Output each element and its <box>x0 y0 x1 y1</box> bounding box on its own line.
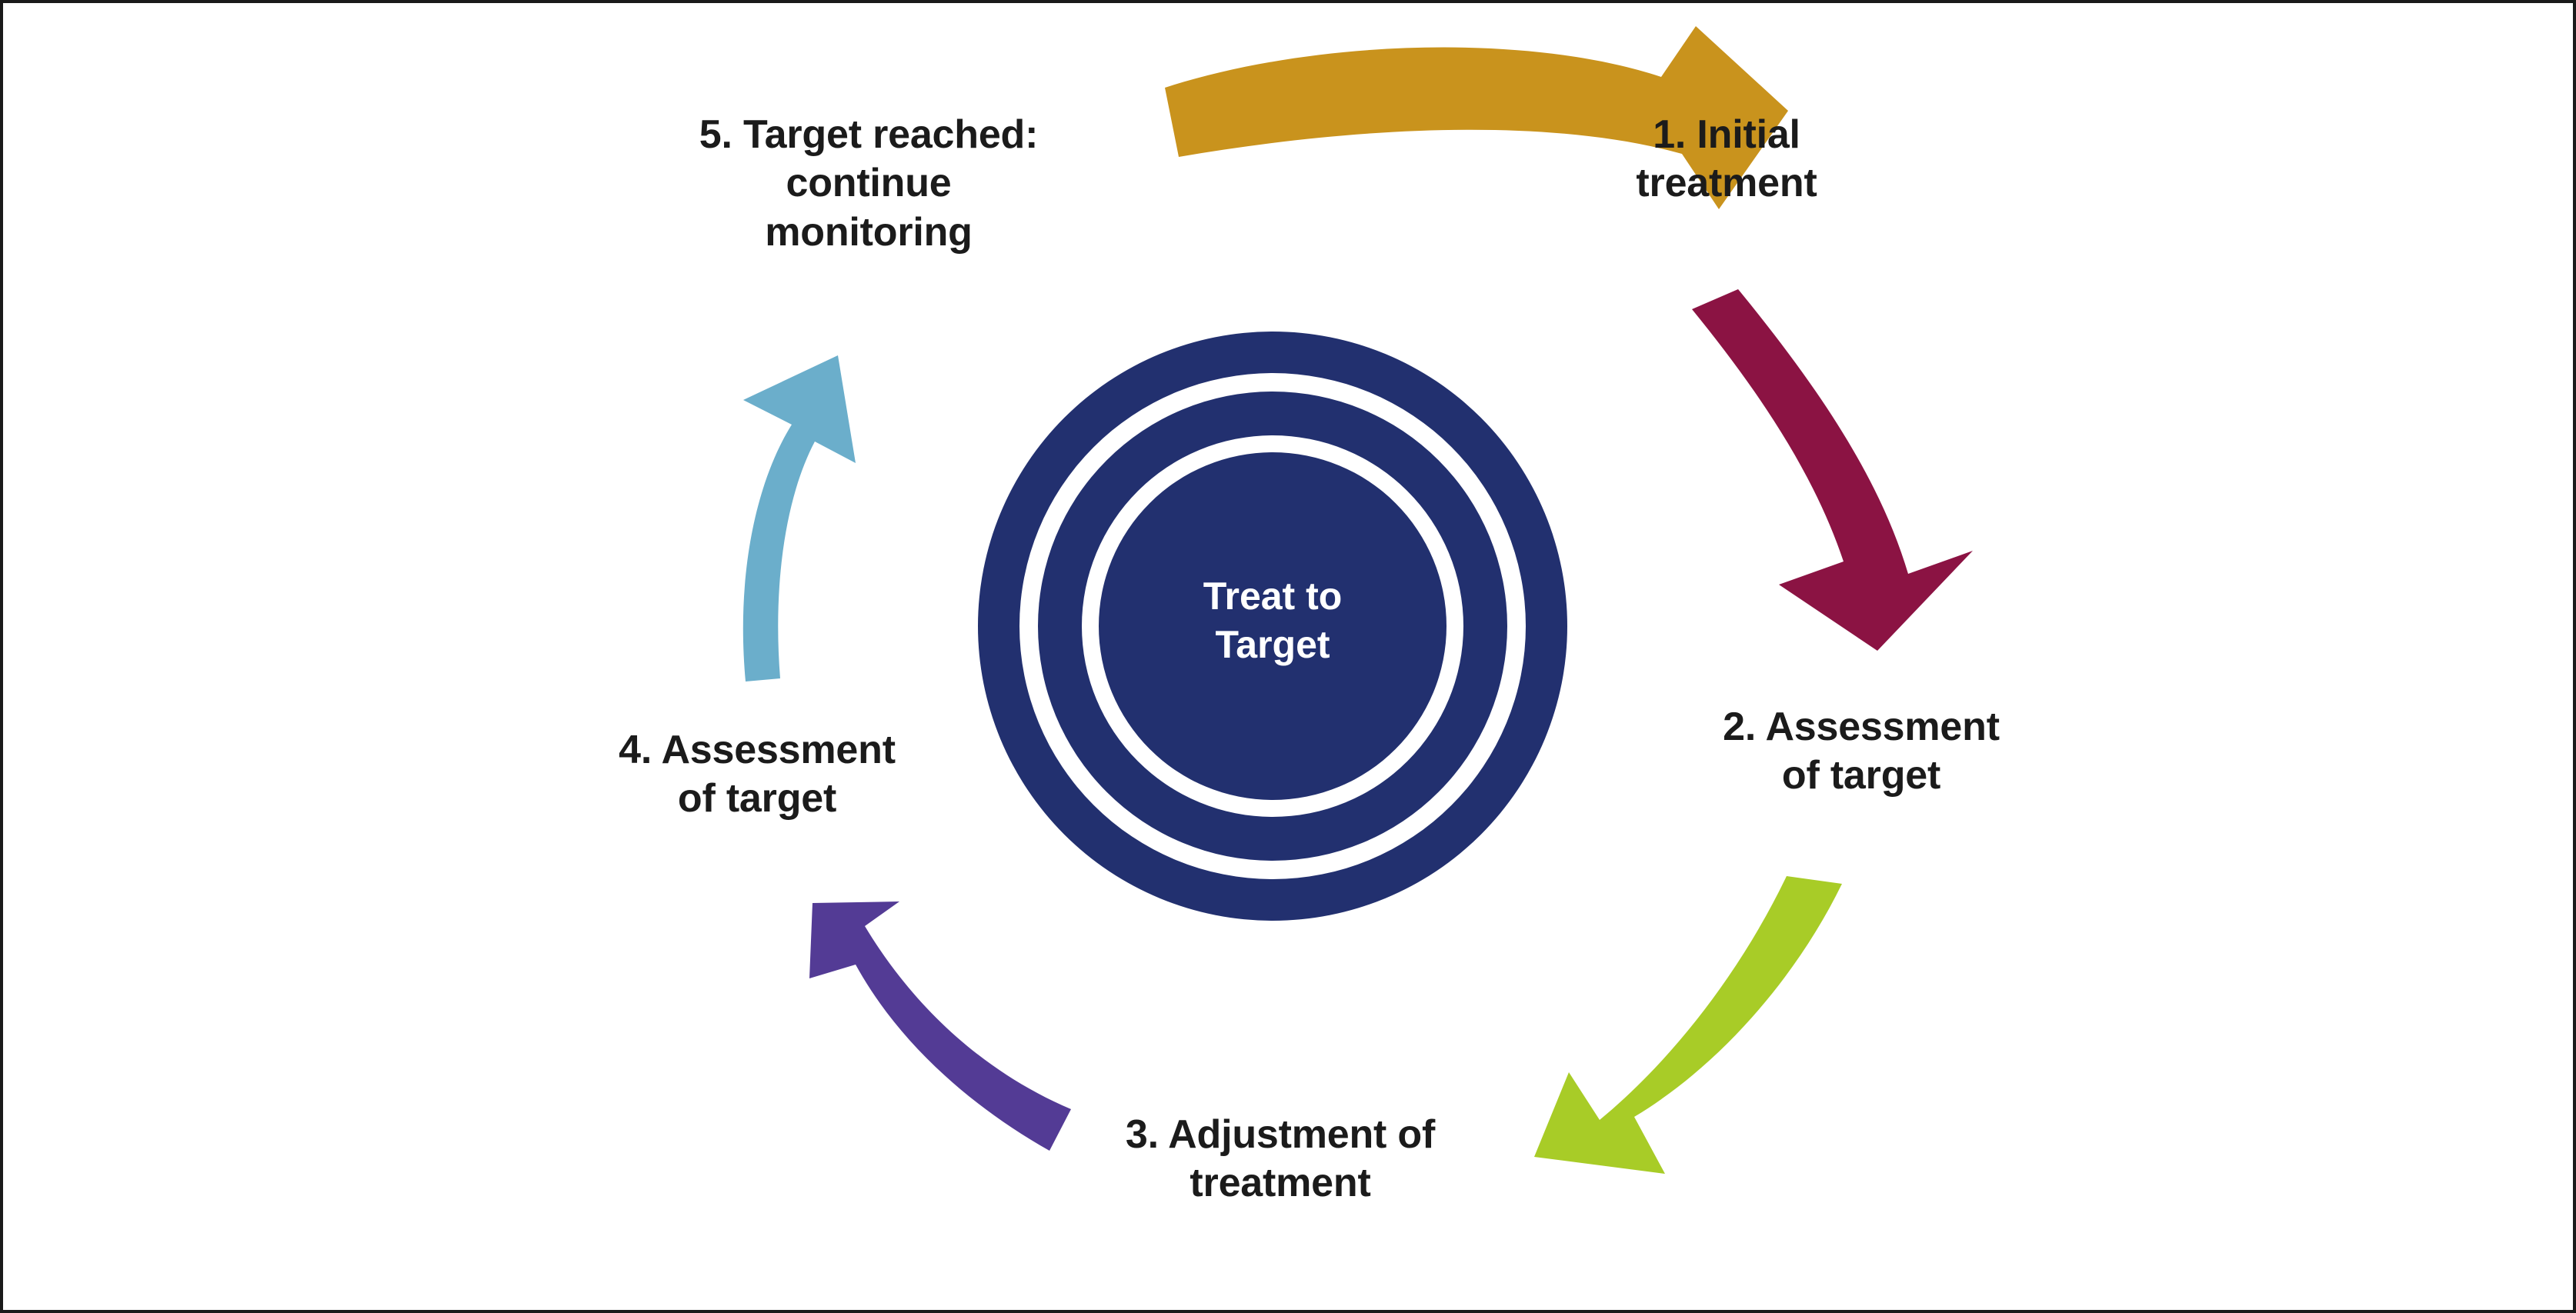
purple-arrow-shape <box>809 901 1071 1151</box>
light-blue-arrow <box>742 355 856 681</box>
purple-arrow <box>809 901 1071 1151</box>
light-blue-arrow-shape <box>742 355 856 681</box>
burgundy-arrow <box>1692 289 1973 651</box>
gold-arrow <box>1165 26 1788 209</box>
step-label-3: 3. Adjustment of treatment <box>1125 1112 1436 1206</box>
step-label-4: 4. Assessment of target <box>619 728 896 821</box>
green-arrow-shape <box>1534 876 1842 1174</box>
treat-to-target-diagram <box>742 26 1973 1174</box>
target-rings <box>978 332 1567 921</box>
step-label-1: 1. Initial treatment <box>1636 112 1817 206</box>
target-ring-inner <box>1099 452 1446 800</box>
step-label-2: 2. Assessment of target <box>1723 705 2000 798</box>
green-arrow <box>1534 876 1842 1174</box>
step-label-5: 5. Target reached: continue monitoring <box>699 112 1039 255</box>
burgundy-arrow-shape <box>1692 289 1973 651</box>
target-center-label: Treat to Target <box>1203 575 1343 666</box>
gold-arrow-shape <box>1165 26 1788 209</box>
